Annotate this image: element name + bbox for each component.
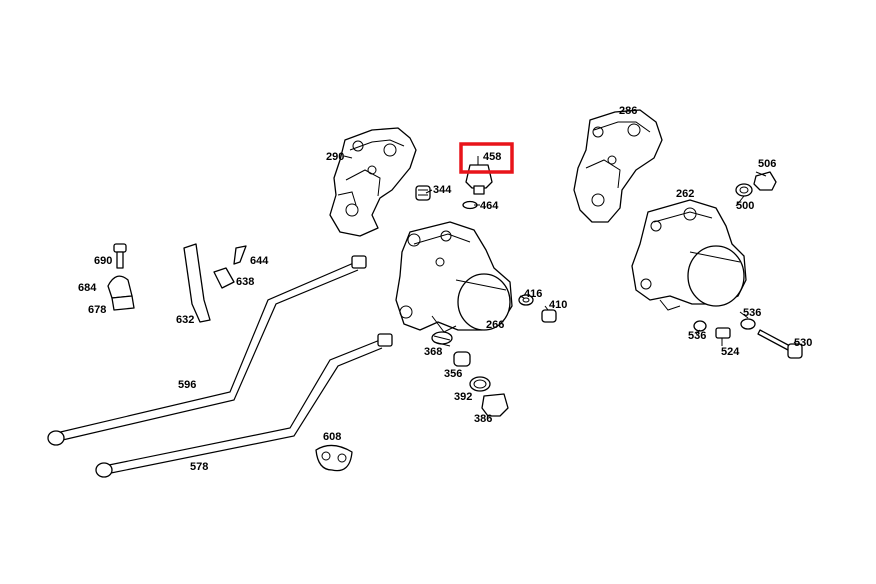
hose-596	[47, 255, 367, 446]
nut-678	[111, 295, 135, 311]
bracket-286	[573, 109, 663, 223]
washer-536-a	[740, 318, 756, 330]
part-label-344: 344	[433, 184, 452, 196]
part-label-536-b: 536	[688, 330, 706, 342]
part-label-500: 500	[736, 200, 754, 212]
plug-386	[481, 393, 509, 417]
part-label-368: 368	[424, 346, 442, 358]
valve-356	[453, 351, 471, 367]
leader-lines	[343, 155, 797, 346]
part-label-356: 356	[444, 368, 462, 380]
filter-assembly-262	[631, 199, 747, 311]
part-label-578: 578	[190, 461, 208, 473]
bracket-632	[183, 243, 211, 323]
hose-578	[95, 333, 393, 478]
bolt-690	[113, 243, 127, 269]
bolt-524	[715, 327, 731, 346]
bolt-644	[233, 245, 247, 265]
part-label-506: 506	[758, 158, 776, 170]
clip-684	[107, 275, 133, 299]
bracket-290	[329, 127, 417, 237]
part-label-410: 410	[549, 299, 567, 311]
part-label-290: 290	[326, 151, 344, 163]
ring-392	[469, 376, 491, 392]
part-label-464: 464	[480, 200, 499, 212]
part-label-266: 266	[486, 319, 504, 331]
part-label-690: 690	[94, 255, 112, 267]
bolt-530	[757, 329, 803, 359]
part-labels: 290 344 458 464 286 506 500 262 690 644 …	[78, 105, 812, 473]
part-label-684: 684	[78, 282, 97, 294]
part-label-644: 644	[250, 255, 269, 267]
part-label-416: 416	[524, 288, 542, 300]
grommet-608	[315, 444, 353, 472]
clip-638	[213, 267, 235, 289]
part-label-386: 386	[474, 413, 492, 425]
part-label-262: 262	[676, 188, 694, 200]
plug-506	[753, 171, 777, 191]
washer-500	[735, 183, 753, 197]
part-label-608: 608	[323, 431, 341, 443]
washer-536-b	[693, 320, 707, 332]
part-label-596: 596	[178, 379, 196, 391]
spring-368	[431, 331, 453, 347]
part-label-458: 458	[483, 151, 501, 163]
part-label-536-a: 536	[743, 307, 761, 319]
plug-410	[541, 309, 557, 323]
part-label-392: 392	[454, 391, 472, 403]
plug-344	[415, 185, 431, 201]
part-label-530: 530	[794, 337, 812, 349]
filter-assembly-266	[395, 221, 513, 333]
part-label-638: 638	[236, 276, 254, 288]
part-label-632: 632	[176, 314, 194, 326]
part-label-286: 286	[619, 105, 637, 117]
highlight-box-458	[459, 142, 514, 174]
part-label-678: 678	[88, 304, 106, 316]
part-label-524: 524	[721, 346, 740, 358]
